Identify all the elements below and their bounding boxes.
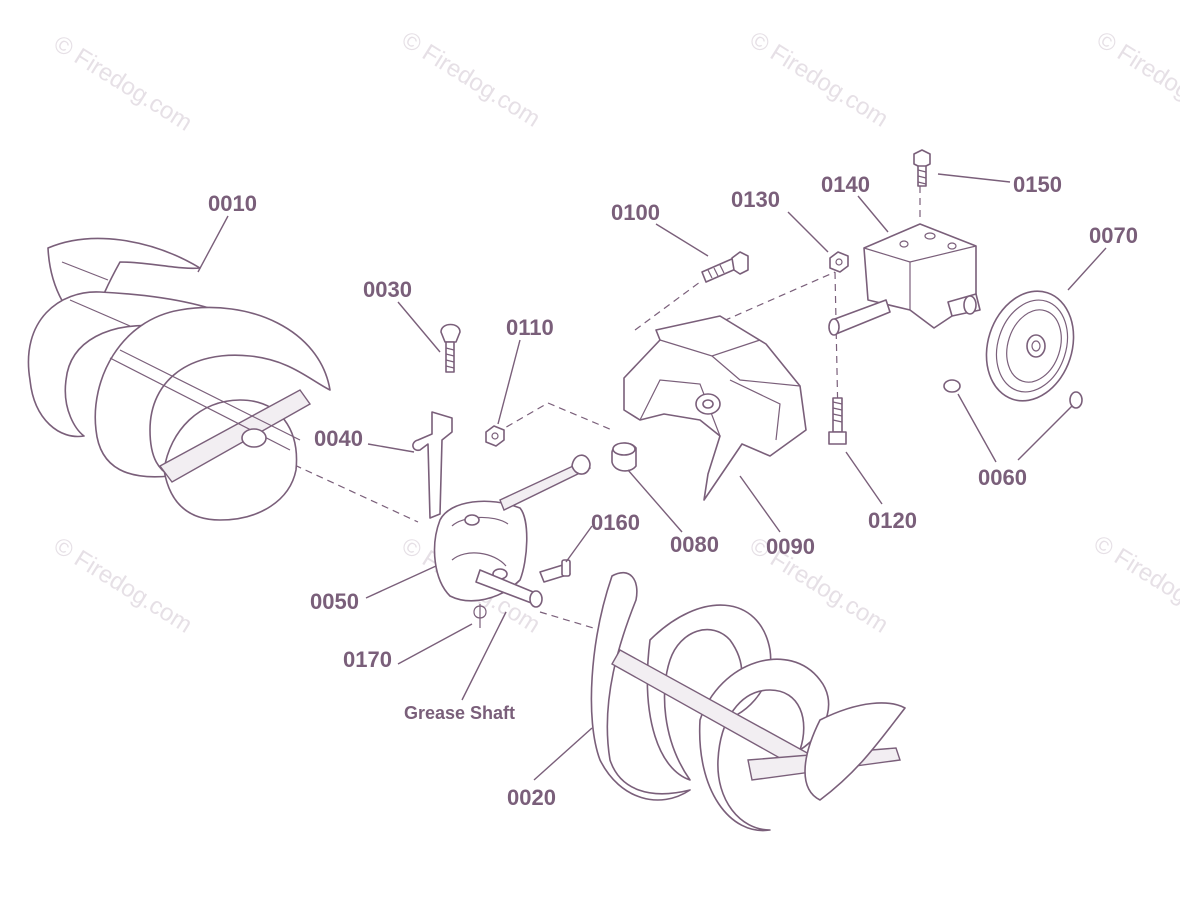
part-labels: 0010 0030 0040 0050 0170 Grease Shaft 00…: [208, 172, 1138, 810]
hex-bolt-0100: [701, 251, 749, 283]
leader-lines: [197, 173, 1107, 781]
shift-bracket-0040: [412, 411, 453, 519]
label-0130: 0130: [731, 187, 780, 212]
label-0090: 0090: [766, 534, 815, 559]
label-0010: 0010: [208, 191, 257, 216]
watermark: © Firedog.com: [49, 532, 197, 638]
label-0030: 0030: [363, 277, 412, 302]
set-screw-0060: [943, 379, 1083, 409]
label-0040: 0040: [314, 426, 363, 451]
label-0110: 0110: [506, 315, 554, 340]
auger-left-0010: [27, 237, 331, 521]
housing-bracket-0090: [623, 315, 807, 501]
label-0070: 0070: [1089, 223, 1138, 248]
assembly-axis-lines: [261, 186, 921, 631]
label-0140: 0140: [821, 172, 870, 197]
bolt-0150: [913, 149, 931, 187]
watermark: © Firedog.com: [1089, 530, 1180, 636]
label-grease-shaft: Grease Shaft: [404, 703, 515, 723]
bolt-0120: [828, 397, 847, 445]
right-angle-gearbox-0140: [828, 223, 981, 336]
auger-right-0020: [590, 571, 906, 832]
watermark: © Firedog.com: [745, 26, 893, 132]
watermark: © Firedog.com: [397, 26, 545, 132]
shear-pin-0160: [539, 559, 571, 583]
cotter-pin-0170: [473, 604, 487, 628]
label-0020: 0020: [507, 785, 556, 810]
label-0050: 0050: [310, 589, 359, 614]
label-0100: 0100: [611, 200, 660, 225]
label-0060: 0060: [978, 465, 1027, 490]
watermark: © Firedog.com: [49, 30, 197, 136]
bushing-0080: [611, 442, 637, 472]
hex-nut-0130: [829, 251, 849, 273]
label-0170: 0170: [343, 647, 392, 672]
pulley-0070: [985, 290, 1075, 402]
label-0160: 0160: [591, 510, 640, 535]
gearbox-housing-0050: [433, 454, 591, 608]
label-0080: 0080: [670, 532, 719, 557]
carriage-bolt-0030: [440, 323, 461, 373]
label-0150: 0150: [1013, 172, 1062, 197]
watermark: © Firedog.com: [1092, 26, 1180, 132]
label-0120: 0120: [868, 508, 917, 533]
hex-nut-0110: [485, 425, 505, 447]
